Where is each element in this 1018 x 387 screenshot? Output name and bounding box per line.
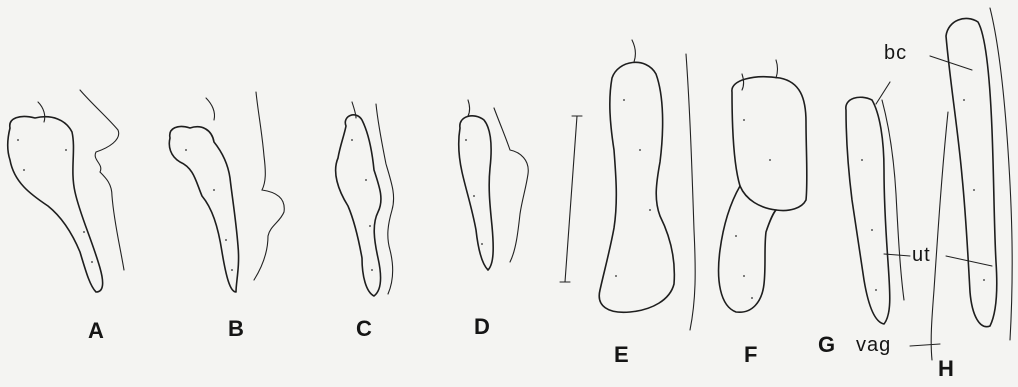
specimen-b — [169, 92, 284, 292]
specimen-d — [459, 100, 529, 270]
specimen-h — [930, 8, 1012, 360]
stippling — [17, 99, 985, 299]
annotation-ut: ut — [912, 244, 931, 267]
panel-label-h: H — [938, 356, 954, 382]
annotation-bc: bc — [884, 42, 907, 65]
specimen-e — [599, 40, 695, 330]
specimen-a — [8, 90, 124, 292]
scale-bar — [560, 116, 582, 282]
annotation-vag: vag — [856, 334, 891, 357]
panel-label-a: A — [88, 318, 104, 344]
specimen-f — [719, 60, 807, 312]
panel-label-e: E — [614, 342, 629, 368]
panel-label-b: B — [228, 316, 244, 342]
panel-label-c: C — [356, 316, 372, 342]
panel-label-d: D — [474, 314, 490, 340]
specimen-g — [846, 82, 904, 324]
panel-label-f: F — [744, 342, 757, 368]
panel-label-g: G — [818, 332, 835, 358]
specimen-c — [336, 102, 394, 296]
